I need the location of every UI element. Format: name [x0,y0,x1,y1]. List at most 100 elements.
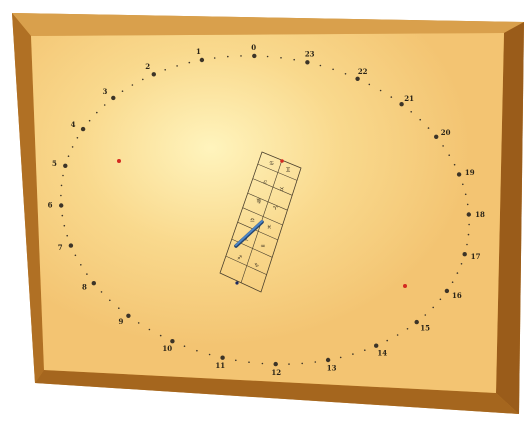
track-dot [344,73,347,75]
hour-label: 12 [271,368,281,377]
hour-label: 2 [145,62,150,71]
hour-marker-dot [151,72,156,77]
frame-bottom-bevel [35,370,519,414]
frame-left-bevel [12,13,44,383]
track-dot [451,281,454,284]
track-dot [96,111,98,114]
track-dot [74,254,77,257]
date-scale-row-line [237,221,278,241]
track-dot [396,334,399,336]
hour-track [60,55,470,365]
track-dot [227,55,229,58]
hour-label: 17 [471,252,481,261]
frame-top-bevel [12,13,524,36]
track-dot [432,306,435,309]
zodiac-glyph: ♎ [250,218,255,224]
hour-marker-dot [252,53,257,59]
track-dot [424,314,427,316]
zodiac-glyph: ♈ [273,206,278,212]
date-scale-row-line [242,207,283,226]
track-dot [109,299,111,302]
zodiac-glyph: ♉ [279,187,284,193]
hour-marker-dot [434,134,439,139]
zodiac-glyph: ♊ [286,167,291,174]
hour-marker-dot [462,252,467,257]
frame-right-bevel [496,22,524,414]
track-dot [467,233,470,236]
hour-label: 18 [475,210,485,219]
hour-marker-dot [220,355,225,360]
date-scale-row-line [225,255,267,275]
hour-marker-dot [68,243,74,248]
track-dot [137,322,140,324]
track-dot [332,68,334,71]
scale-top-marker-icon [280,159,284,163]
hour-label: 11 [215,361,225,370]
date-scale-outline [219,151,302,293]
date-scale-glyphs: ♋♊♌♉♍♈♎♓♏♒♐♑ [237,161,291,269]
track-dot [61,214,64,217]
zodiac-glyph: ♓ [267,224,272,231]
track-dot [240,55,242,57]
track-dot [196,349,198,352]
zodiac-glyph: ♑ [254,263,259,269]
track-dot [266,55,269,58]
track-dot [88,119,91,122]
dial-face [31,33,504,393]
hour-marker-dot [444,288,450,294]
zodiac-glyph: ♍ [256,199,261,205]
track-dot [86,273,88,275]
track-dot [427,127,430,129]
track-dot [131,84,134,86]
track-dot [466,243,468,246]
track-dot [121,90,124,92]
hour-label: 22 [358,67,368,76]
zodiac-glyph: ♏ [244,237,249,243]
hour-label: 21 [404,94,414,103]
track-dot [100,291,103,293]
track-dot [208,353,211,356]
track-dot [103,104,106,106]
hour-label: 8 [82,283,87,292]
track-dot [410,111,413,113]
track-dot [213,57,216,59]
track-dot [364,349,366,352]
track-dot [142,78,144,81]
zodiac-glyph: ♐ [237,255,242,261]
hour-marker-dot [199,57,205,63]
hour-marker-dot [170,339,175,344]
left-focus-marker-icon [117,159,121,163]
track-dot [261,362,264,365]
track-dot [339,356,342,359]
track-dot [248,361,250,364]
hour-label: 7 [58,243,63,252]
track-dot [390,96,393,98]
hour-label: 15 [420,324,430,333]
track-dot [71,146,74,148]
hour-label: 10 [162,344,172,353]
right-focus-marker-icon [403,284,407,288]
gnomon-rod-icon [234,220,264,248]
hour-marker-dot [399,102,404,107]
hour-marker-dot [456,172,462,177]
track-dot [288,363,290,365]
hour-label: 6 [48,201,53,210]
track-dot [352,353,354,355]
track-dot [66,234,68,237]
track-dot [468,223,470,226]
track-dot [148,328,151,331]
hour-marker-dot [305,60,310,65]
track-dot [460,263,463,265]
track-dot [379,89,382,92]
zodiac-glyph: ♌ [263,180,268,186]
track-dot [188,61,191,64]
zodiac-glyph: ♒ [260,244,265,250]
track-dot [63,224,66,227]
track-dot [164,69,166,71]
track-dot [293,58,296,61]
hour-label: 9 [118,317,123,326]
hour-marker-dot [91,281,97,286]
track-dot [280,57,282,59]
track-dot [118,307,120,310]
track-dot [448,154,451,156]
